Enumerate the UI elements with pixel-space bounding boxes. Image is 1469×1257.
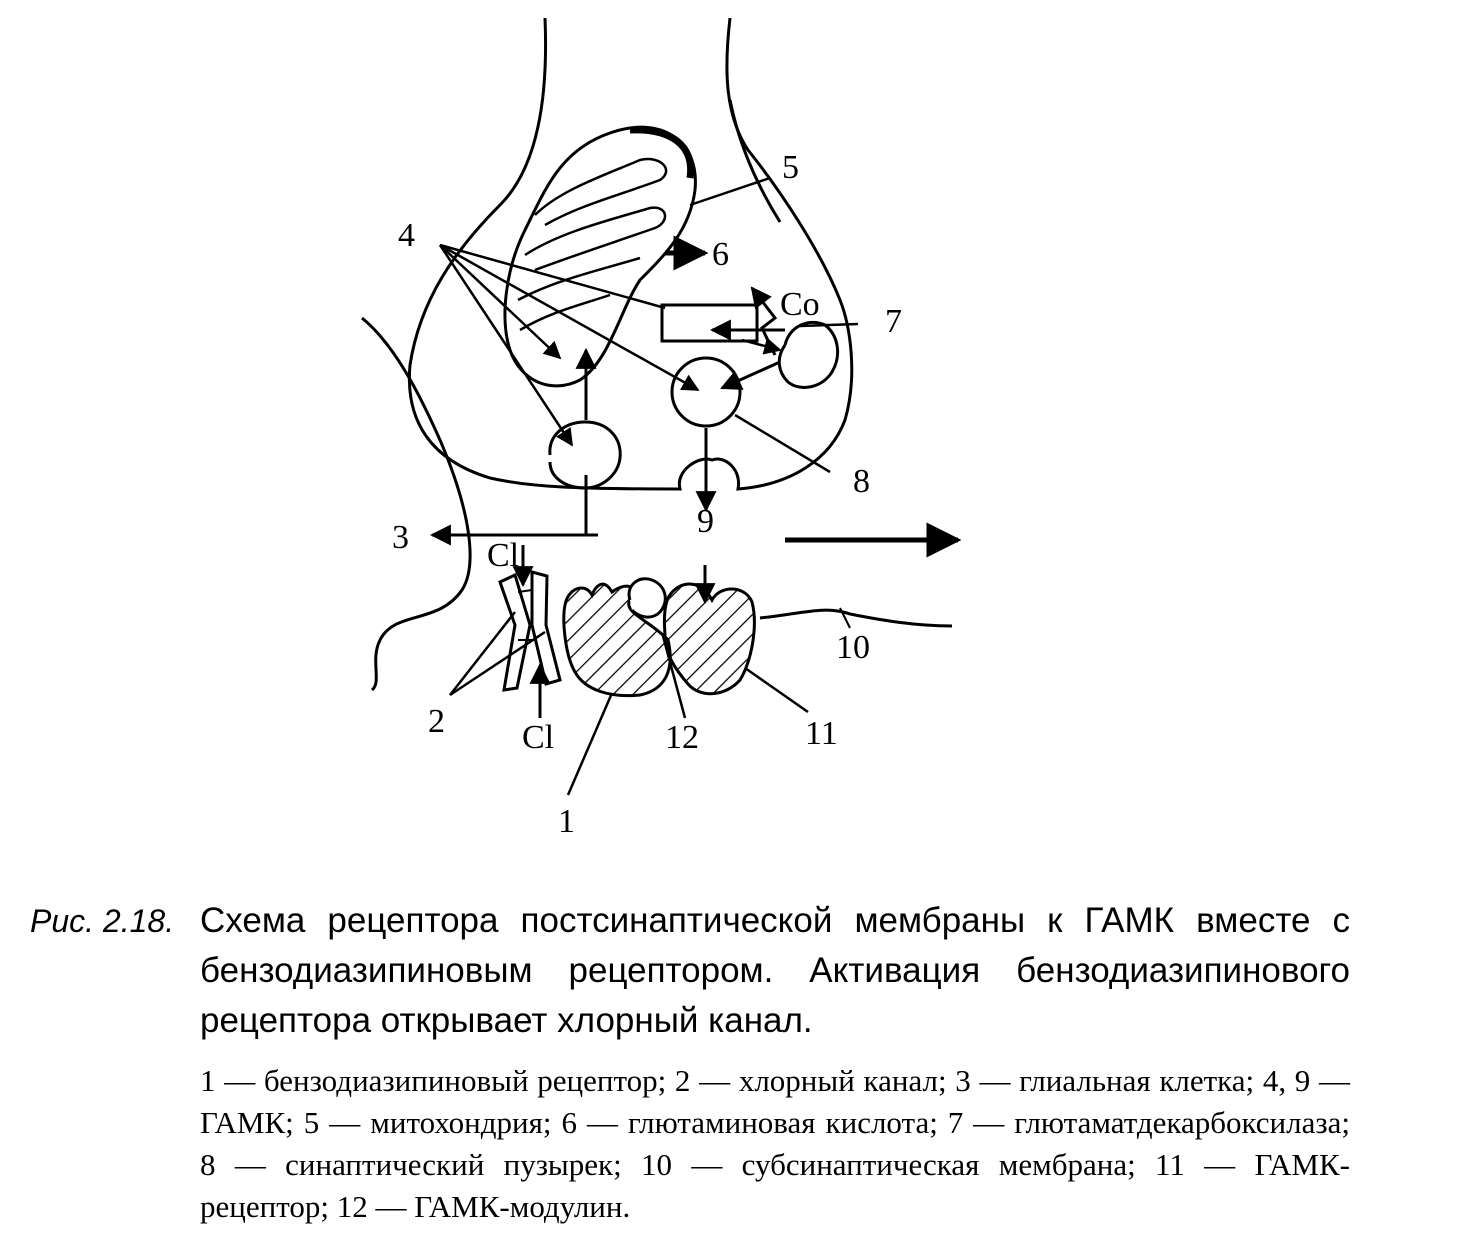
figure-legend: 1 — бензодиазипиновый рецептор; 2 — хлор…	[200, 1063, 1350, 1224]
figure-title: Схема рецептора постсинаптической мембра…	[200, 901, 1350, 1040]
presynaptic-terminal	[407, 17, 854, 491]
gaba-synapse-diagram: 1 2 3 4 5 6 7 8 9 10 11 12 Co Cl Cl	[361, 17, 962, 840]
label-10: 10	[836, 629, 870, 666]
vesicle-left	[548, 420, 622, 490]
label-5: 5	[782, 149, 799, 186]
label-8-leader	[734, 413, 831, 474]
vesicle-right	[777, 320, 840, 389]
label-6: 6	[712, 236, 729, 273]
glial-cell	[361, 316, 472, 692]
label-2-leader-a	[449, 611, 516, 696]
label-9: 9	[697, 503, 714, 540]
figure-caption: Рис. 2.18. Схема рецептора постсинаптиче…	[30, 896, 1350, 1228]
label-11-leader	[744, 666, 809, 714]
label-4: 4	[398, 217, 415, 254]
cofactor-arrow	[750, 286, 778, 356]
label-cl-top: Cl	[487, 537, 519, 574]
vesicle-to-vesicle-arrow	[720, 360, 781, 390]
gaba-modulin	[627, 577, 667, 619]
label-1-leader	[566, 692, 614, 796]
label-2-leader-b	[449, 630, 546, 697]
label-12: 12	[665, 719, 699, 756]
terminal-right-edge	[728, 99, 782, 223]
mitochondrion	[503, 125, 697, 388]
label-4-leaders	[438, 243, 700, 447]
benzodiazepine-receptor	[562, 582, 672, 698]
label-3: 3	[392, 519, 409, 556]
label-2: 2	[428, 703, 445, 740]
label-7-leader	[799, 322, 859, 328]
label-cl-bottom: Cl	[522, 719, 554, 756]
label-1: 1	[558, 803, 575, 840]
label-co: Co	[780, 286, 820, 323]
label-12-leader	[661, 635, 687, 719]
gaba-receptor	[662, 582, 756, 696]
label-8: 8	[853, 463, 870, 500]
subsynaptic-membrane	[759, 608, 953, 628]
caption-main: Рис. 2.18. Схема рецептора постсинаптиче…	[30, 896, 1350, 1046]
label-11: 11	[805, 715, 838, 752]
vesicle-middle	[670, 356, 742, 428]
to-right-vesicle-arrow	[741, 337, 782, 355]
figure-number: Рис. 2.18.	[30, 903, 175, 939]
label-7: 7	[885, 303, 902, 340]
chloride-channel	[498, 570, 562, 692]
label-5-leader	[689, 176, 771, 207]
label-10-leader	[839, 607, 851, 629]
enzyme-box	[660, 303, 759, 343]
